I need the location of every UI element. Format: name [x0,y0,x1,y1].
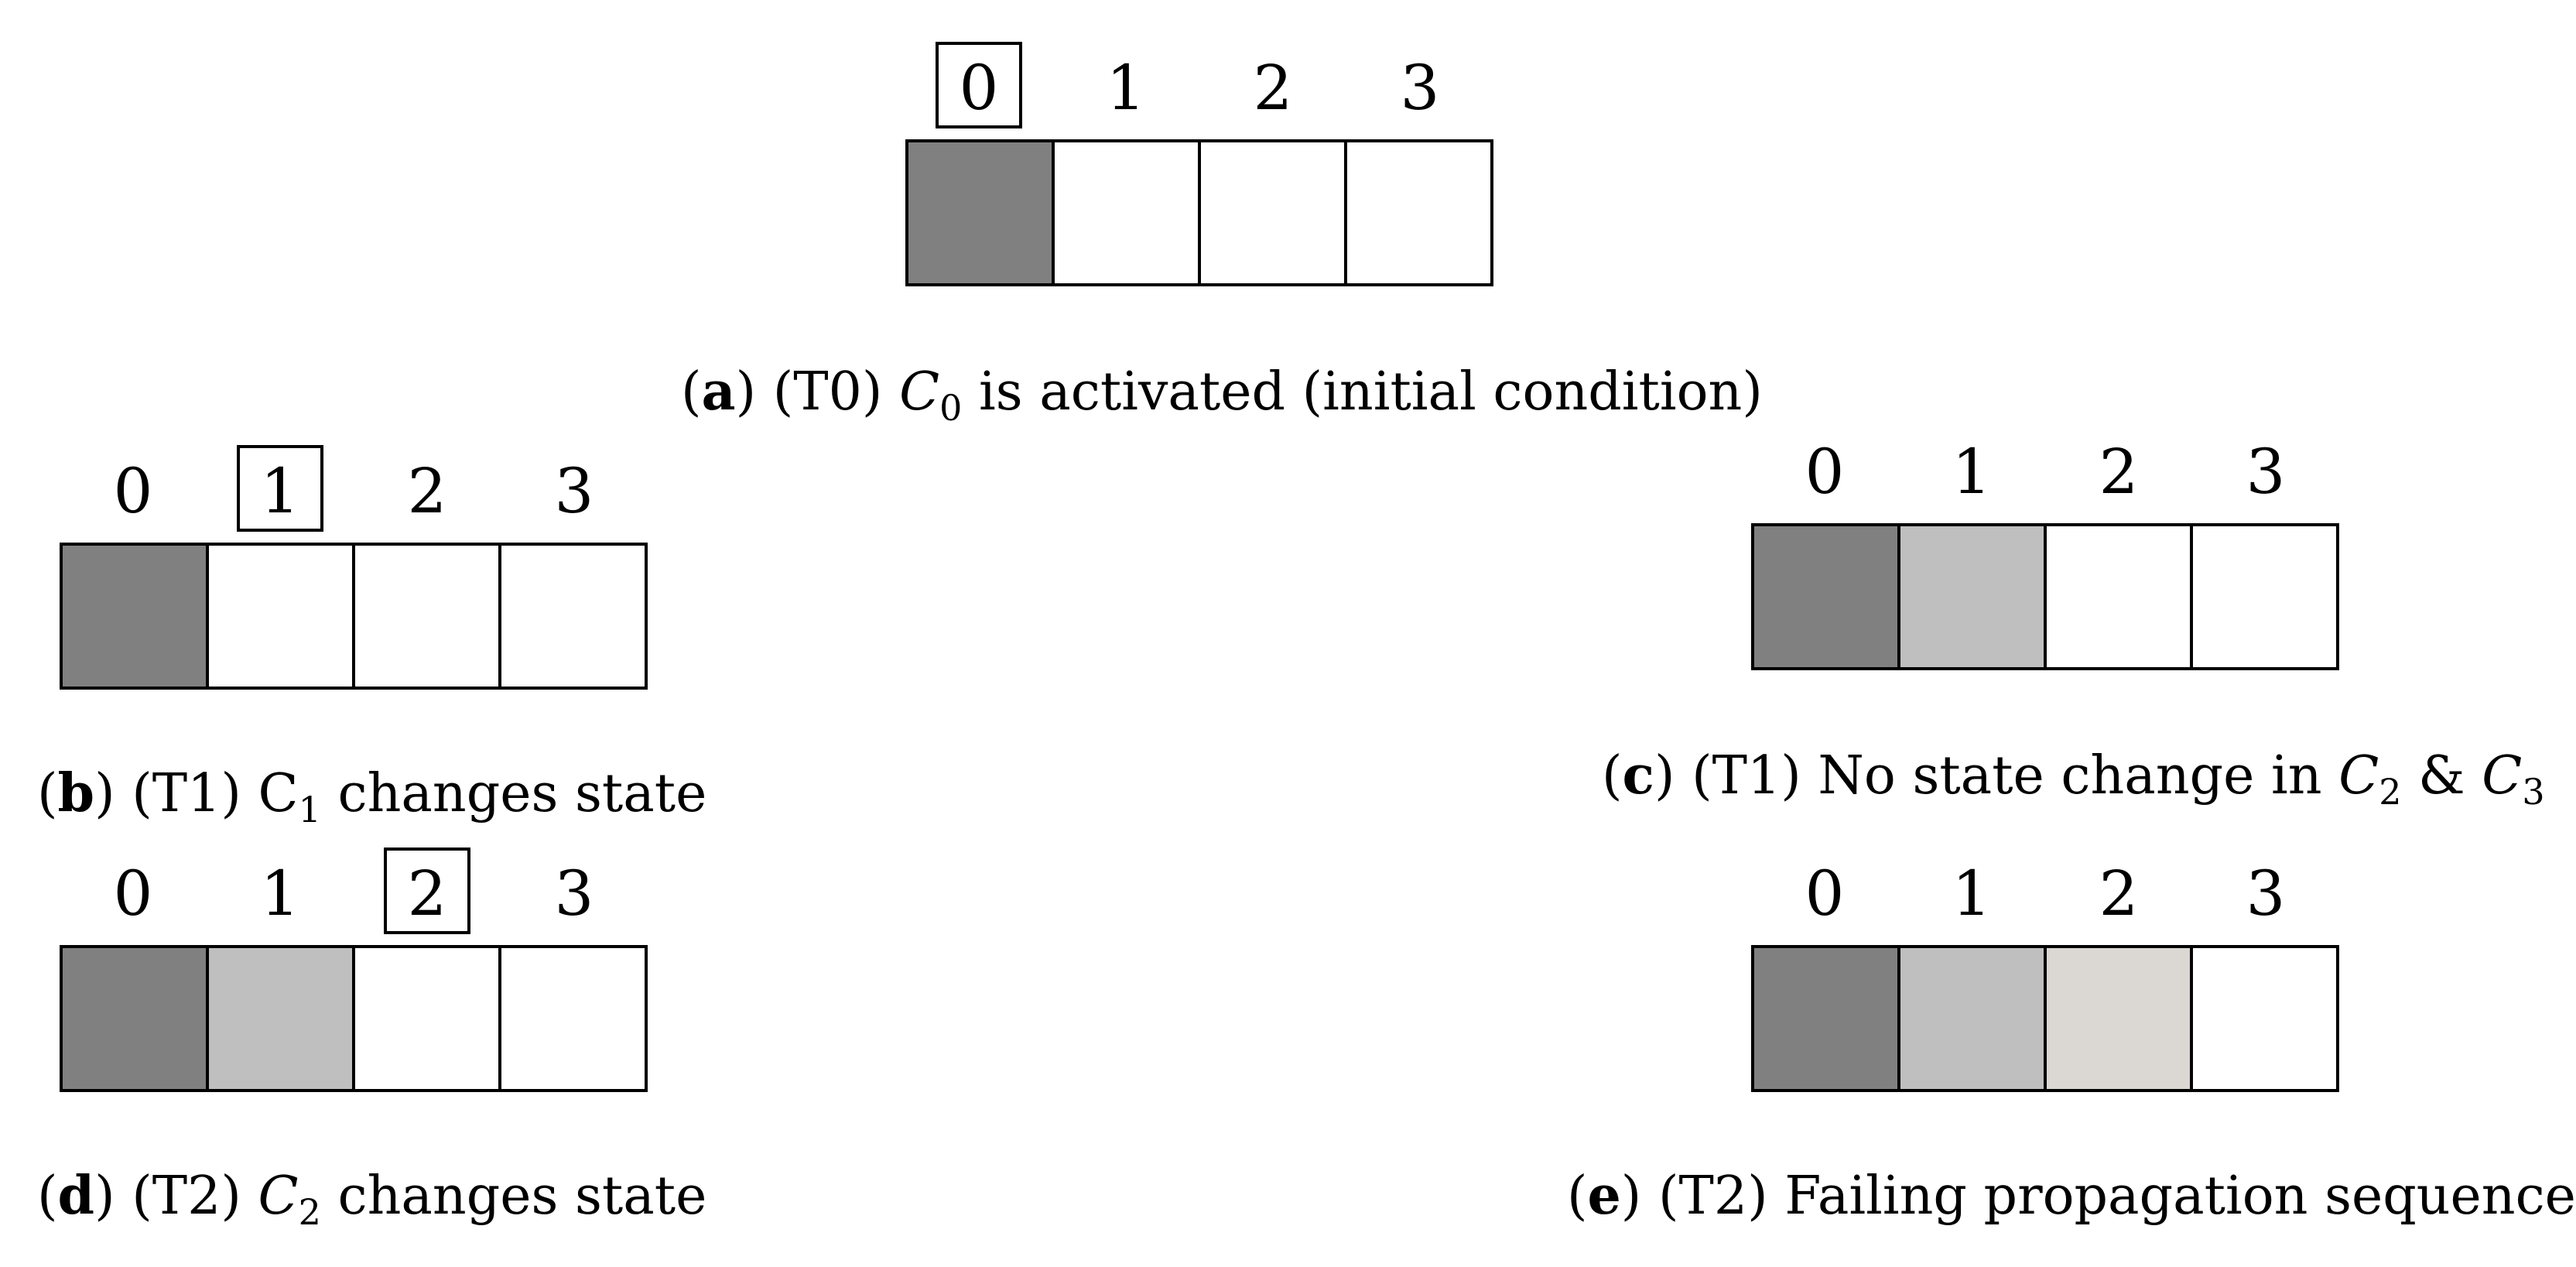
cell-2 [1201,142,1347,283]
cell-index-0: 0 [113,858,153,930]
cell-0 [1754,948,1900,1089]
index-row: 0 1 2 3 [1751,840,2339,948]
cell-3 [1347,142,1490,283]
cell-index-2: 2 [407,455,447,527]
cell-index-0: 0 [1805,436,1845,508]
cell-0 [63,948,209,1089]
cell-2 [2047,948,2193,1089]
cell-index-1: 1 [1106,52,1146,124]
cell-2 [2047,526,2193,667]
cell-0 [63,546,209,687]
cell-3 [2193,948,2336,1089]
cell-3 [501,546,645,687]
cell-index-0: 0 [113,455,153,527]
cell-0 [1754,526,1900,667]
cell-index-1: 1 [260,858,300,930]
cell-0 [908,142,1055,283]
cell-index-0: 0 [1805,858,1845,930]
cell-1 [209,546,355,687]
cell-array [1751,945,2339,1092]
cell-index-2: 2 [1253,52,1293,124]
caption-d: (d) (T2) C2 changes state [37,1165,707,1233]
cell-1 [1055,142,1201,283]
current-cell-index: 0 [905,34,1052,142]
cell-index-1: 1 [1952,858,1992,930]
index-row: 0 1 2 3 [60,437,648,546]
cell-array [905,139,1493,286]
caption-b: (b) (T1) C1 changes state [37,762,707,830]
cell-3 [501,948,645,1089]
cell-index-3: 3 [554,858,594,930]
caption-a: (a) (T0) C0 is activated (initial condit… [681,361,1763,429]
index-row: 0 1 2 3 [60,840,648,948]
cell-index-1: 1 [1952,436,1992,508]
index-row: 0 1 2 3 [1751,418,2339,526]
caption-c: (c) (T1) No state change in C2 & C3 [1602,745,2545,813]
cell-3 [2193,526,2336,667]
current-cell-index: 2 [354,840,501,948]
cell-array [1751,523,2339,670]
cell-array [60,945,648,1092]
cell-array [60,543,648,690]
cell-index-3: 3 [2246,436,2286,508]
cell-2 [355,546,501,687]
cell-1 [1900,526,2047,667]
cell-index-3: 3 [554,455,594,527]
cell-1 [209,948,355,1089]
cell-2 [355,948,501,1089]
index-row: 0 1 2 3 [905,34,1493,142]
caption-e: (e) (T2) Failing propagation sequence [1567,1165,2576,1227]
cell-1 [1900,948,2047,1089]
cell-index-3: 3 [2246,858,2286,930]
cell-index-2: 2 [2099,436,2139,508]
cell-index-3: 3 [1400,52,1440,124]
cell-index-2: 2 [2099,858,2139,930]
current-cell-index: 1 [207,437,354,546]
